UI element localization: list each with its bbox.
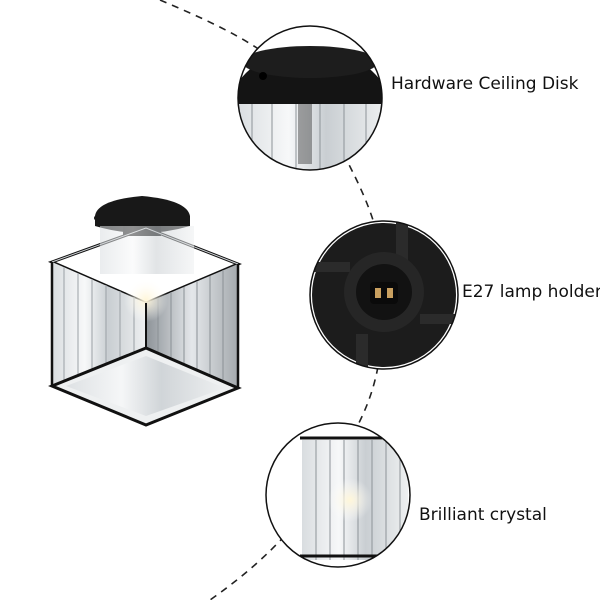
callout-ceiling-disk — [237, 25, 383, 171]
main-fixture — [47, 196, 242, 427]
label-hardware-ceiling-disk: Hardware Ceiling Disk — [391, 74, 579, 94]
callout-lamp-holder — [309, 220, 459, 370]
label-e27-lamp-holder: E27 lamp holder — [462, 282, 600, 302]
label-brilliant-crystal: Brilliant crystal — [419, 505, 547, 525]
callout-crystal — [265, 422, 411, 568]
